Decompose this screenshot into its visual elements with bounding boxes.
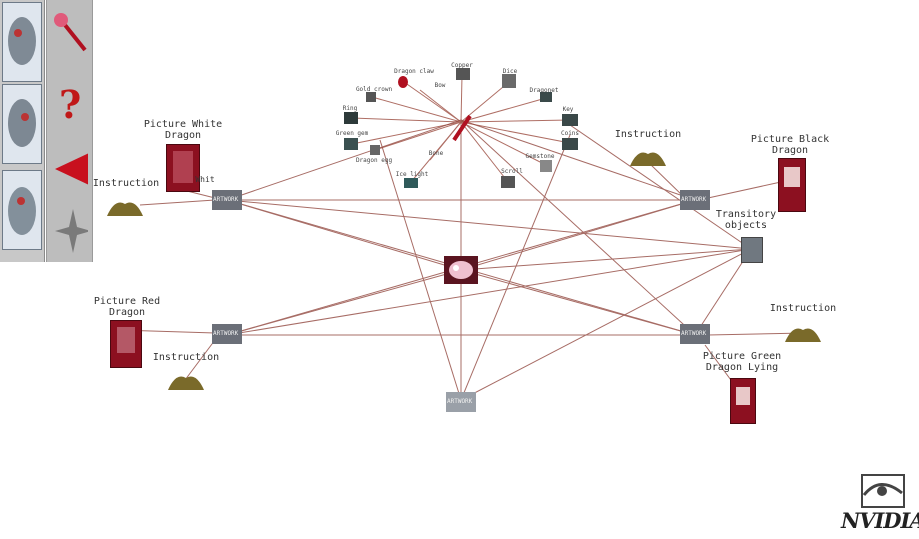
instruction-red-label: Instruction (152, 352, 220, 363)
cluster-item[interactable] (562, 114, 578, 126)
transitory-objects-label: Transitory objects (715, 209, 777, 231)
artwork-hub-green[interactable]: ARTWORK (680, 324, 710, 344)
cluster-item[interactable] (540, 160, 552, 172)
cluster-label: Ring (342, 105, 358, 112)
dragon-thumbnail-3[interactable] (2, 170, 42, 250)
thumbnail-strip (0, 0, 45, 262)
cluster-item[interactable] (562, 138, 578, 150)
cluster-label: Dragon egg (355, 157, 393, 164)
picture-red-dragon[interactable] (110, 320, 142, 368)
instruction-white-label: Instruction (92, 178, 160, 189)
picture-white-dragon[interactable] (166, 144, 200, 192)
cluster-item[interactable] (344, 138, 358, 150)
cluster-label: Coins (560, 130, 580, 137)
cluster-label: Green gem (335, 130, 369, 137)
cluster-item[interactable] (502, 74, 516, 88)
cluster-item[interactable] (456, 68, 470, 80)
white-fragment-label: Whit (195, 175, 215, 184)
nvidia-wordmark: NVIDIA (841, 508, 919, 533)
artwork-hub-bottom[interactable]: ARTWORK (446, 392, 476, 412)
cluster-item[interactable] (540, 92, 552, 102)
instruction-black-label: Instruction (614, 129, 682, 140)
cluster-label: Bone (428, 150, 444, 157)
instruction-green-label: Instruction (769, 303, 837, 314)
cluster-label: Scroll (501, 168, 523, 175)
cluster-label: Ice light (395, 171, 429, 178)
picture-green-dragon[interactable] (730, 378, 756, 424)
hub-label: ARTWORK (681, 330, 707, 337)
picture-black-dragon[interactable] (778, 158, 806, 212)
picture-black-dragon-label: Picture Black Dragon (750, 134, 830, 156)
hub-label: ARTWORK (681, 196, 707, 203)
cluster-item[interactable] (344, 112, 358, 124)
cluster-label: Dragon claw (394, 68, 434, 75)
cluster-item[interactable] (404, 178, 418, 188)
picture-red-dragon-label: Picture Red Dragon (93, 296, 161, 318)
cluster-label: Dice (502, 68, 518, 75)
cluster-label: Gemstone (525, 153, 555, 160)
question-mark-icon[interactable]: ? (51, 76, 88, 127)
nvidia-eye-logo (861, 474, 905, 508)
cluster-label: Dragonet (529, 87, 559, 94)
cluster-label: Gold crown (355, 86, 393, 93)
instruction-book-white[interactable] (105, 196, 145, 218)
cluster-label: Bow (434, 82, 446, 89)
picture-white-dragon-label: Picture White Dragon (143, 119, 223, 141)
cluster-wand-icon[interactable] (450, 112, 474, 142)
artwork-hub-white[interactable]: ARTWORK (212, 190, 242, 210)
dragon-thumbnail-1[interactable] (2, 2, 42, 82)
svg-text:?: ? (59, 82, 81, 126)
transitory-objects-node[interactable] (741, 237, 763, 263)
cluster-label: Key (562, 106, 574, 113)
artwork-hub-red[interactable]: ARTWORK (212, 324, 242, 344)
picture-green-dragon-label: Picture Green Dragon Lying (702, 351, 782, 373)
hub-label: ARTWORK (447, 398, 473, 405)
instruction-book-green[interactable] (783, 322, 823, 344)
magic-wand-icon[interactable] (51, 6, 88, 56)
star-compass-icon[interactable] (51, 205, 91, 255)
back-arrow-icon[interactable] (51, 145, 89, 195)
cluster-label: Copper (451, 62, 473, 69)
instruction-book-red[interactable] (166, 370, 206, 392)
cluster-item[interactable] (398, 76, 408, 88)
cluster-item[interactable] (366, 92, 376, 102)
hub-label: ARTWORK (213, 330, 239, 337)
central-dragon-image[interactable] (444, 256, 478, 284)
dragon-thumbnail-2[interactable] (2, 84, 42, 164)
instruction-book-black[interactable] (628, 146, 668, 168)
cluster-item[interactable] (370, 145, 380, 155)
hub-label: ARTWORK (213, 196, 239, 203)
tool-panel: ? (46, 0, 93, 262)
cluster-item[interactable] (501, 176, 515, 188)
artwork-hub-black[interactable]: ARTWORK (680, 190, 710, 210)
